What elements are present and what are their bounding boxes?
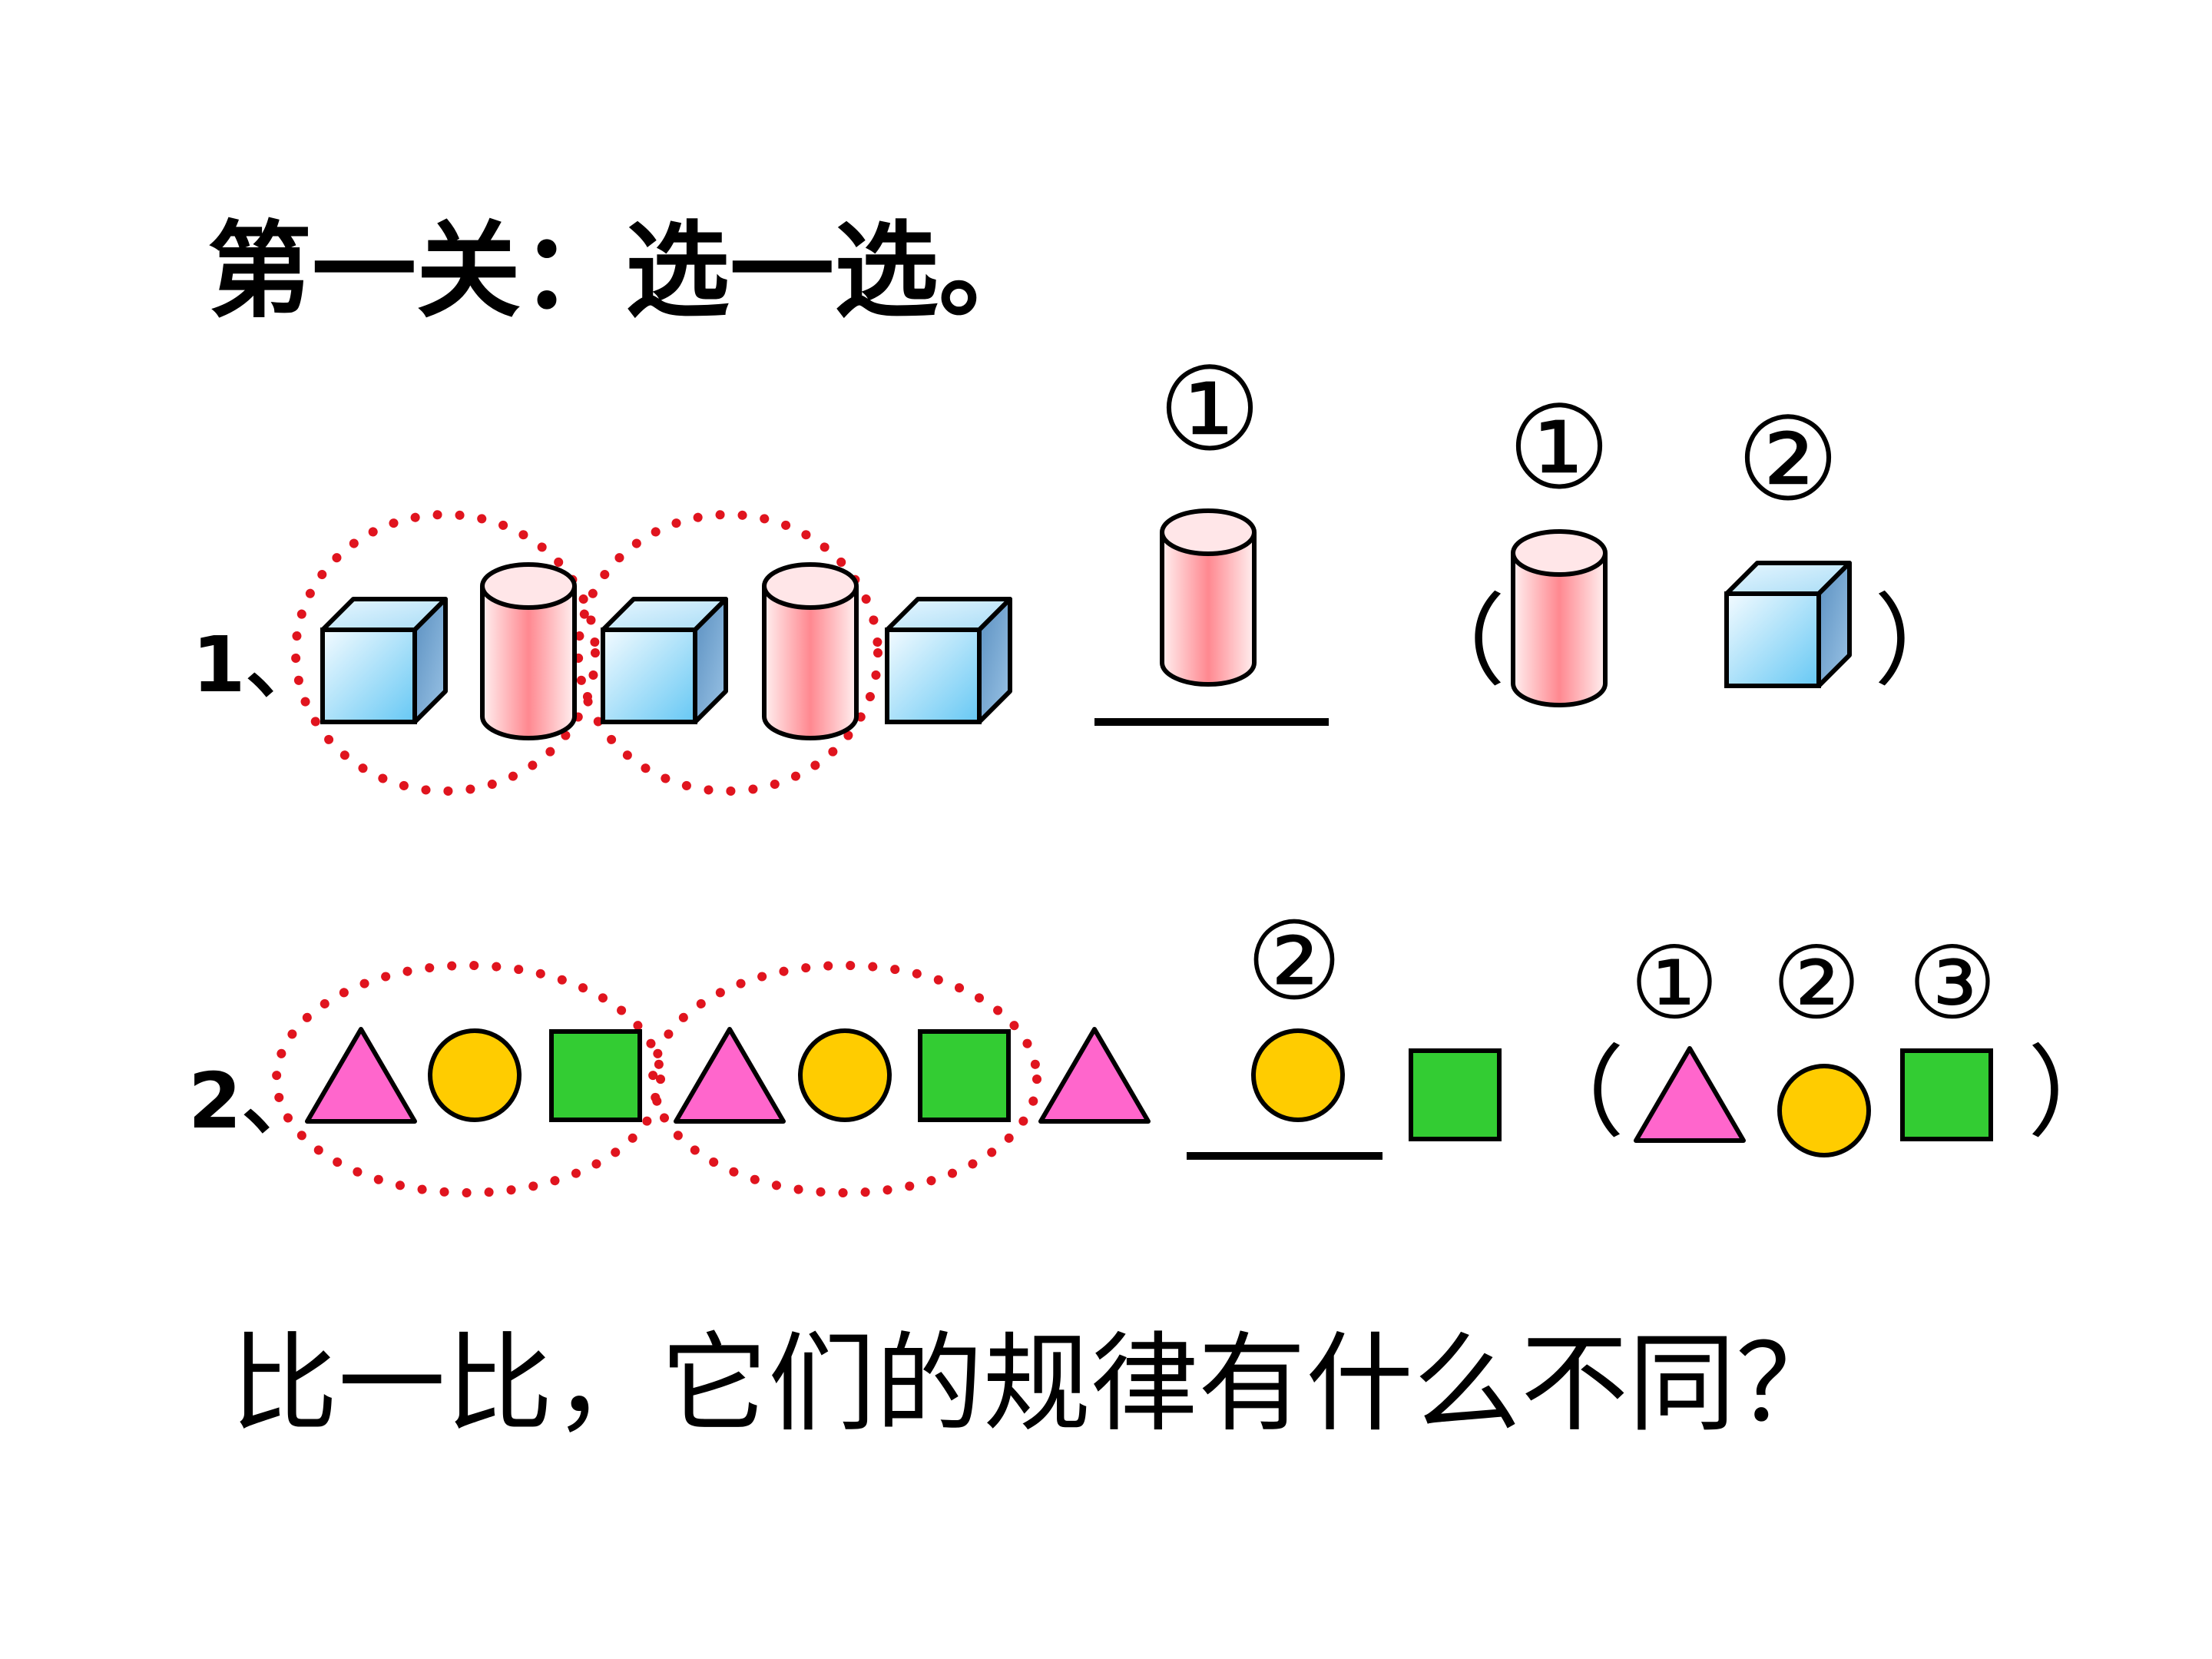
- dotted-group-circle: [648, 961, 1041, 1197]
- question-1-answer-mark: ①: [1158, 343, 1261, 477]
- triangle-icon: [674, 1027, 786, 1124]
- square-icon: [549, 1029, 642, 1122]
- cube-icon: [320, 597, 448, 724]
- question-2-paren-open: （: [1525, 1035, 1624, 1151]
- question-1: 1、 ①: [192, 343, 1974, 796]
- option-2-mark: ②: [1737, 393, 1839, 527]
- option-2-mark: ②: [1772, 925, 1862, 1041]
- dotted-group-circle: [291, 510, 600, 796]
- triangle-icon: [1038, 1027, 1151, 1124]
- question-2: 2、 ② （ ① ② ③ ）: [188, 899, 2128, 1197]
- question-1-paren-open: （: [1406, 583, 1505, 700]
- answer-cylinder-icon: [1160, 508, 1257, 687]
- option-cylinder-icon[interactable]: [1511, 529, 1608, 707]
- cube-icon: [601, 597, 728, 724]
- option-triangle-icon[interactable]: [1634, 1046, 1746, 1143]
- question-1-paren-close: ）: [1874, 583, 1974, 700]
- option-square-icon[interactable]: [1900, 1048, 1993, 1141]
- square-icon: [1409, 1048, 1502, 1141]
- option-1-mark: ①: [1630, 925, 1720, 1041]
- triangle-icon: [305, 1027, 417, 1124]
- circle-icon: [428, 1028, 522, 1122]
- option-cube-icon[interactable]: [1724, 561, 1852, 688]
- page-title: 第一关：选一选。: [207, 211, 1043, 333]
- footer-question: 比一比，它们的规律有什么不同？: [230, 1322, 1843, 1447]
- question-2-answer-mark: ②: [1246, 899, 1343, 1025]
- circle-icon: [798, 1028, 892, 1122]
- cube-icon: [885, 597, 1012, 724]
- option-1-mark: ①: [1508, 382, 1611, 515]
- dotted-group-circle: [574, 510, 882, 796]
- option-3-mark: ③: [1908, 925, 1998, 1041]
- answer-circle-icon: [1251, 1028, 1345, 1122]
- cylinder-icon: [762, 562, 859, 740]
- square-icon: [918, 1029, 1011, 1122]
- cylinder-icon: [480, 562, 577, 740]
- option-circle-icon[interactable]: [1777, 1064, 1871, 1157]
- question-2-number: 2、: [188, 1056, 319, 1146]
- question-1-number: 1、: [192, 620, 323, 710]
- question-2-paren-close: ）: [2028, 1035, 2128, 1151]
- dotted-group-circle: [272, 961, 665, 1197]
